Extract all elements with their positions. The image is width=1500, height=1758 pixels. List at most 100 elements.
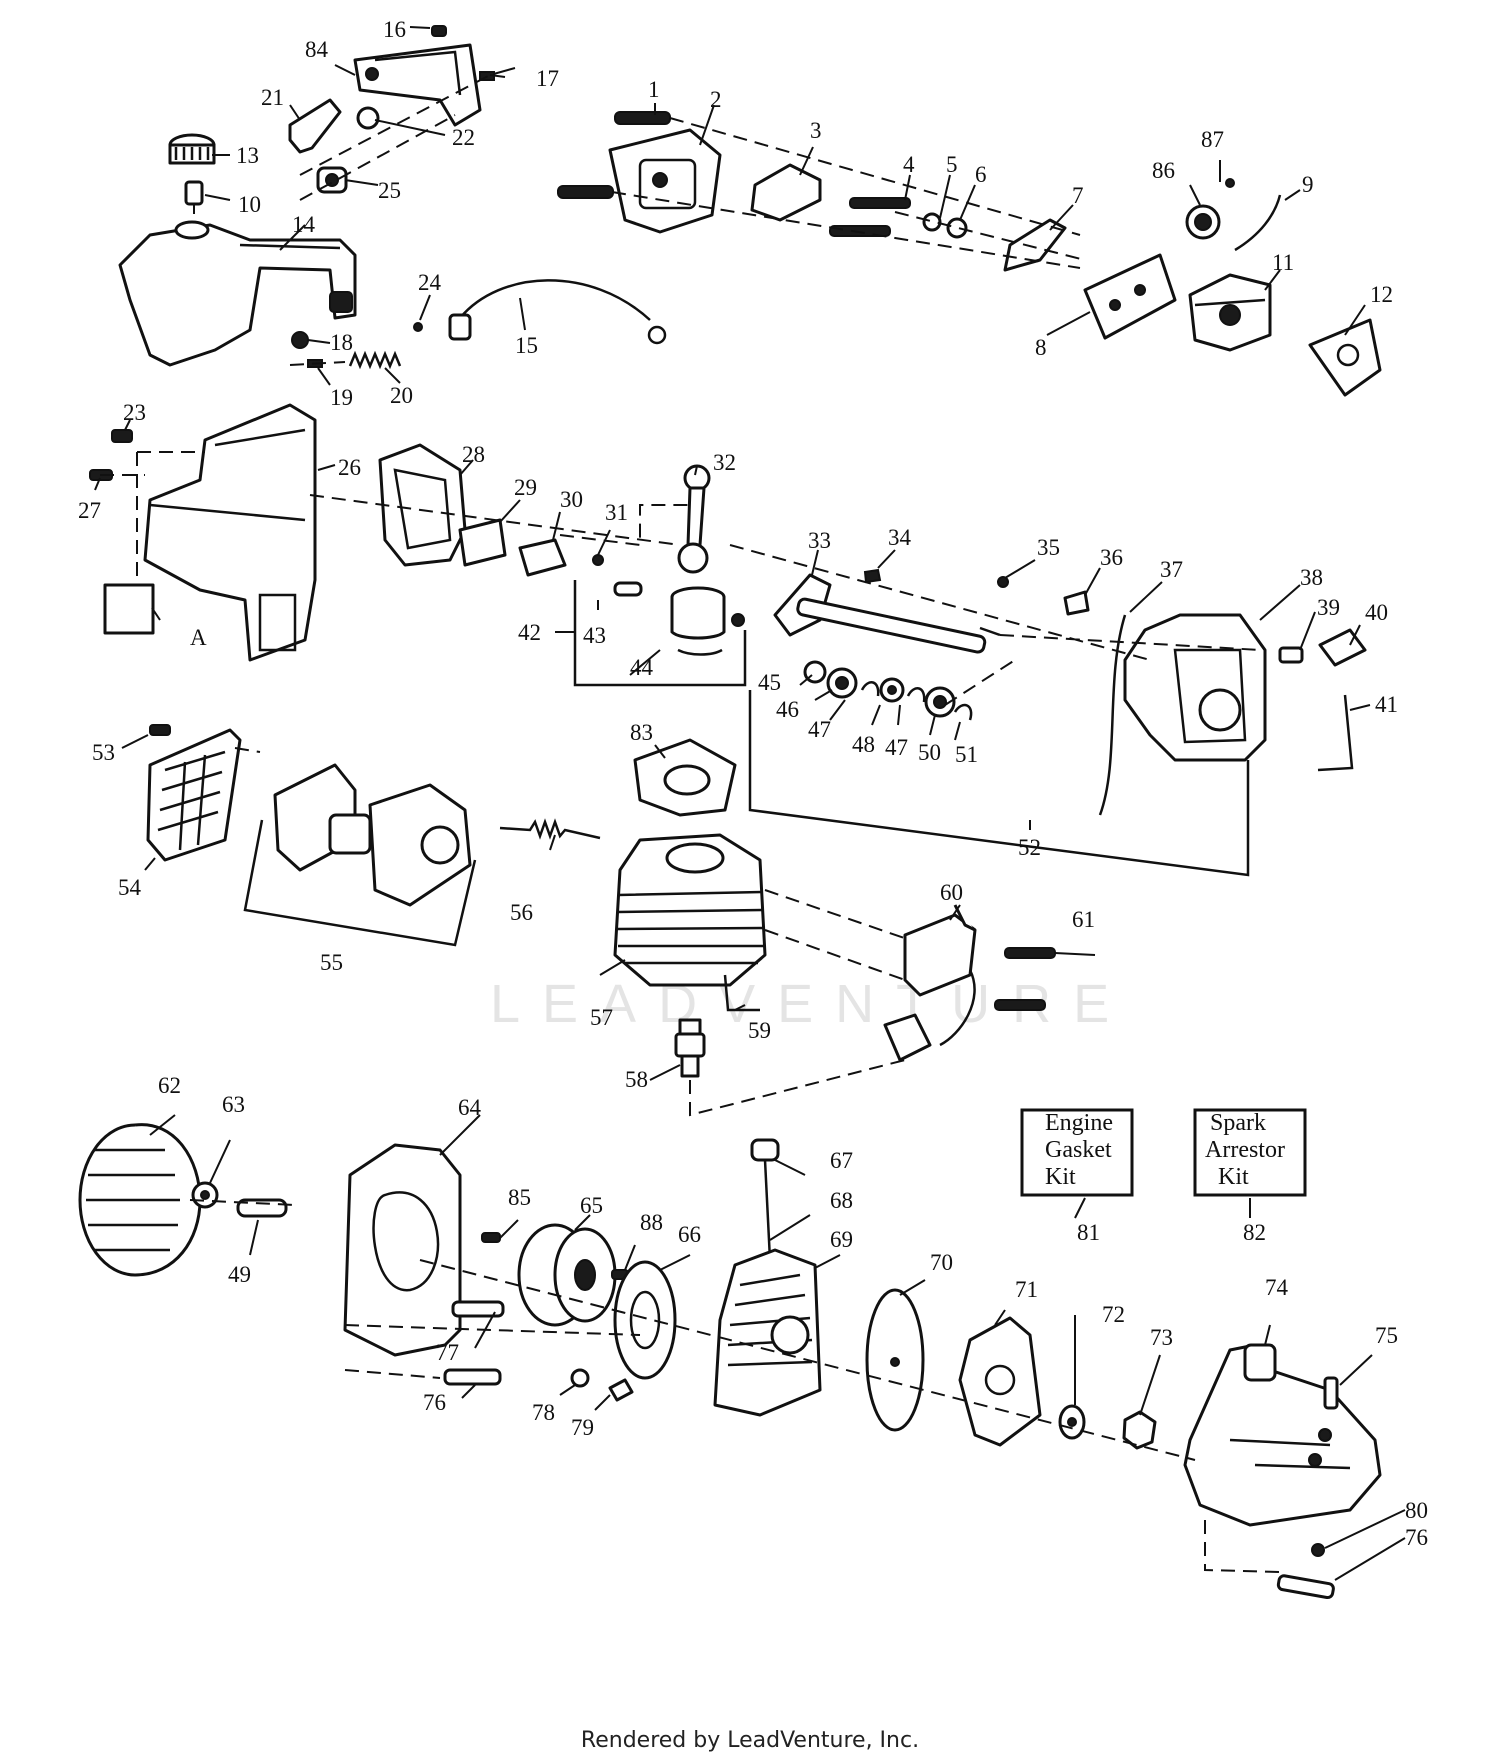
wire-37[interactable] xyxy=(1098,614,1127,816)
cylinder-57[interactable] xyxy=(613,833,767,987)
callout-32: 32 xyxy=(713,450,736,475)
callout-10: 10 xyxy=(238,192,261,217)
clip-30[interactable] xyxy=(518,538,567,577)
callout-19: 19 xyxy=(330,385,353,410)
starter-pawl-66[interactable] xyxy=(613,1260,677,1380)
clip-36[interactable] xyxy=(1063,590,1090,616)
screw-1[interactable] xyxy=(614,111,671,125)
trigger-21[interactable] xyxy=(288,98,342,154)
screw-75[interactable] xyxy=(1323,1376,1339,1410)
callout-64: 64 xyxy=(458,1095,482,1120)
air-filter-assembly-55[interactable] xyxy=(273,763,472,907)
callout-45: 45 xyxy=(758,670,781,695)
callout-77: 77 xyxy=(436,1340,459,1365)
rope-68[interactable] xyxy=(763,1159,772,1261)
washer-78[interactable] xyxy=(570,1368,590,1388)
gasket-28[interactable] xyxy=(378,443,467,567)
starter-housing-69[interactable] xyxy=(713,1248,822,1417)
gear-housing-74[interactable] xyxy=(1183,1343,1382,1527)
washer-6[interactable] xyxy=(946,217,968,239)
svg-text:Engine: Engine xyxy=(1045,1110,1113,1136)
connecting-rod-32[interactable] xyxy=(677,464,711,574)
screw-16[interactable] xyxy=(431,25,447,37)
callout-5: 5 xyxy=(946,152,958,177)
fuel-line-9[interactable] xyxy=(1234,194,1282,252)
engine-housing-64[interactable] xyxy=(343,1143,462,1357)
hex-key-41[interactable] xyxy=(1317,694,1354,772)
washer-5[interactable] xyxy=(922,212,942,232)
spring-20[interactable] xyxy=(348,350,402,370)
spring-56[interactable] xyxy=(499,818,601,840)
carburetor-11[interactable] xyxy=(1188,273,1272,352)
callout-2: 2 xyxy=(710,87,722,112)
callout-46: 46 xyxy=(776,697,799,722)
screw-23[interactable] xyxy=(111,429,133,443)
fuel-cap-13[interactable] xyxy=(168,133,216,165)
callout-83: 83 xyxy=(630,720,653,745)
ignition-module-60[interactable] xyxy=(883,904,977,1062)
pin-49[interactable] xyxy=(236,1198,288,1218)
washer-72[interactable] xyxy=(1058,1404,1086,1440)
spring-22[interactable] xyxy=(356,106,380,130)
engine-shroud-26[interactable] xyxy=(143,403,317,662)
callout-27: 27 xyxy=(78,498,101,523)
svg-text:Gasket: Gasket xyxy=(1045,1137,1112,1163)
callout-71: 71 xyxy=(1015,1277,1038,1302)
throttle-housing-84[interactable] xyxy=(353,43,482,127)
callout-65: 65 xyxy=(580,1193,603,1218)
handle-67[interactable] xyxy=(750,1138,780,1162)
gasket-83[interactable] xyxy=(633,738,737,817)
screw-1b[interactable] xyxy=(557,185,614,199)
filter-10[interactable] xyxy=(184,180,204,214)
gasket-plate-8[interactable] xyxy=(1083,253,1177,340)
key-34[interactable] xyxy=(863,568,882,584)
bearing-set[interactable] xyxy=(803,660,973,721)
bolt-39[interactable] xyxy=(1278,646,1304,664)
clutch-71[interactable] xyxy=(958,1316,1042,1447)
spacer-3[interactable] xyxy=(750,163,822,222)
piston-44[interactable] xyxy=(670,586,726,656)
screw-85[interactable] xyxy=(481,1232,501,1243)
callout-76b: 76 xyxy=(1405,1525,1428,1550)
air-filter-cover-54[interactable] xyxy=(146,728,242,862)
crankshaft-33[interactable] xyxy=(773,573,1001,654)
bolt-76b[interactable] xyxy=(1276,1574,1335,1600)
callout-24: 24 xyxy=(418,270,442,295)
crankcase-38[interactable] xyxy=(1123,613,1267,762)
callout-31: 31 xyxy=(605,500,628,525)
plate-70[interactable] xyxy=(865,1288,925,1432)
primer-86[interactable] xyxy=(1185,204,1221,240)
callout-62: 62 xyxy=(158,1073,181,1098)
clamp-40[interactable] xyxy=(1318,628,1367,667)
bolt-76[interactable] xyxy=(443,1368,502,1386)
screw-59[interactable] xyxy=(723,974,760,1012)
bracket-7[interactable] xyxy=(1003,218,1067,272)
screw-53[interactable] xyxy=(149,724,171,736)
nut-80[interactable] xyxy=(1311,1543,1325,1557)
cable-15[interactable] xyxy=(448,279,667,345)
washer-63[interactable] xyxy=(191,1181,219,1209)
bolt-77[interactable] xyxy=(451,1300,505,1318)
clip-79[interactable] xyxy=(608,1378,634,1402)
clip-piston[interactable] xyxy=(731,613,745,627)
screw-4[interactable] xyxy=(829,197,911,237)
gasket-12[interactable] xyxy=(1308,318,1382,397)
screw-35[interactable] xyxy=(997,576,1009,588)
fuel-tank-14[interactable] xyxy=(118,220,357,367)
callout-85: 85 xyxy=(508,1185,531,1210)
air-filter-base-2[interactable] xyxy=(608,128,722,234)
nut-18[interactable] xyxy=(291,331,309,349)
callout-78: 78 xyxy=(532,1400,555,1425)
spark-plug-58[interactable] xyxy=(674,1018,706,1078)
pulley-65[interactable] xyxy=(517,1223,617,1327)
screw-87[interactable] xyxy=(1225,178,1235,188)
wrist-pin-43[interactable] xyxy=(613,581,643,597)
callout-54: 54 xyxy=(118,875,142,900)
flywheel-62[interactable] xyxy=(78,1123,202,1277)
spark-arrestor-kit-82[interactable]: Spark Arrestor Kit xyxy=(1193,1108,1307,1197)
screw-24[interactable] xyxy=(413,322,423,332)
reed-plate-29[interactable] xyxy=(458,518,507,567)
callout-69: 69 xyxy=(830,1227,853,1252)
screw-31[interactable] xyxy=(592,554,604,566)
engine-gasket-kit-81[interactable]: Engine Gasket Kit xyxy=(1020,1108,1134,1197)
